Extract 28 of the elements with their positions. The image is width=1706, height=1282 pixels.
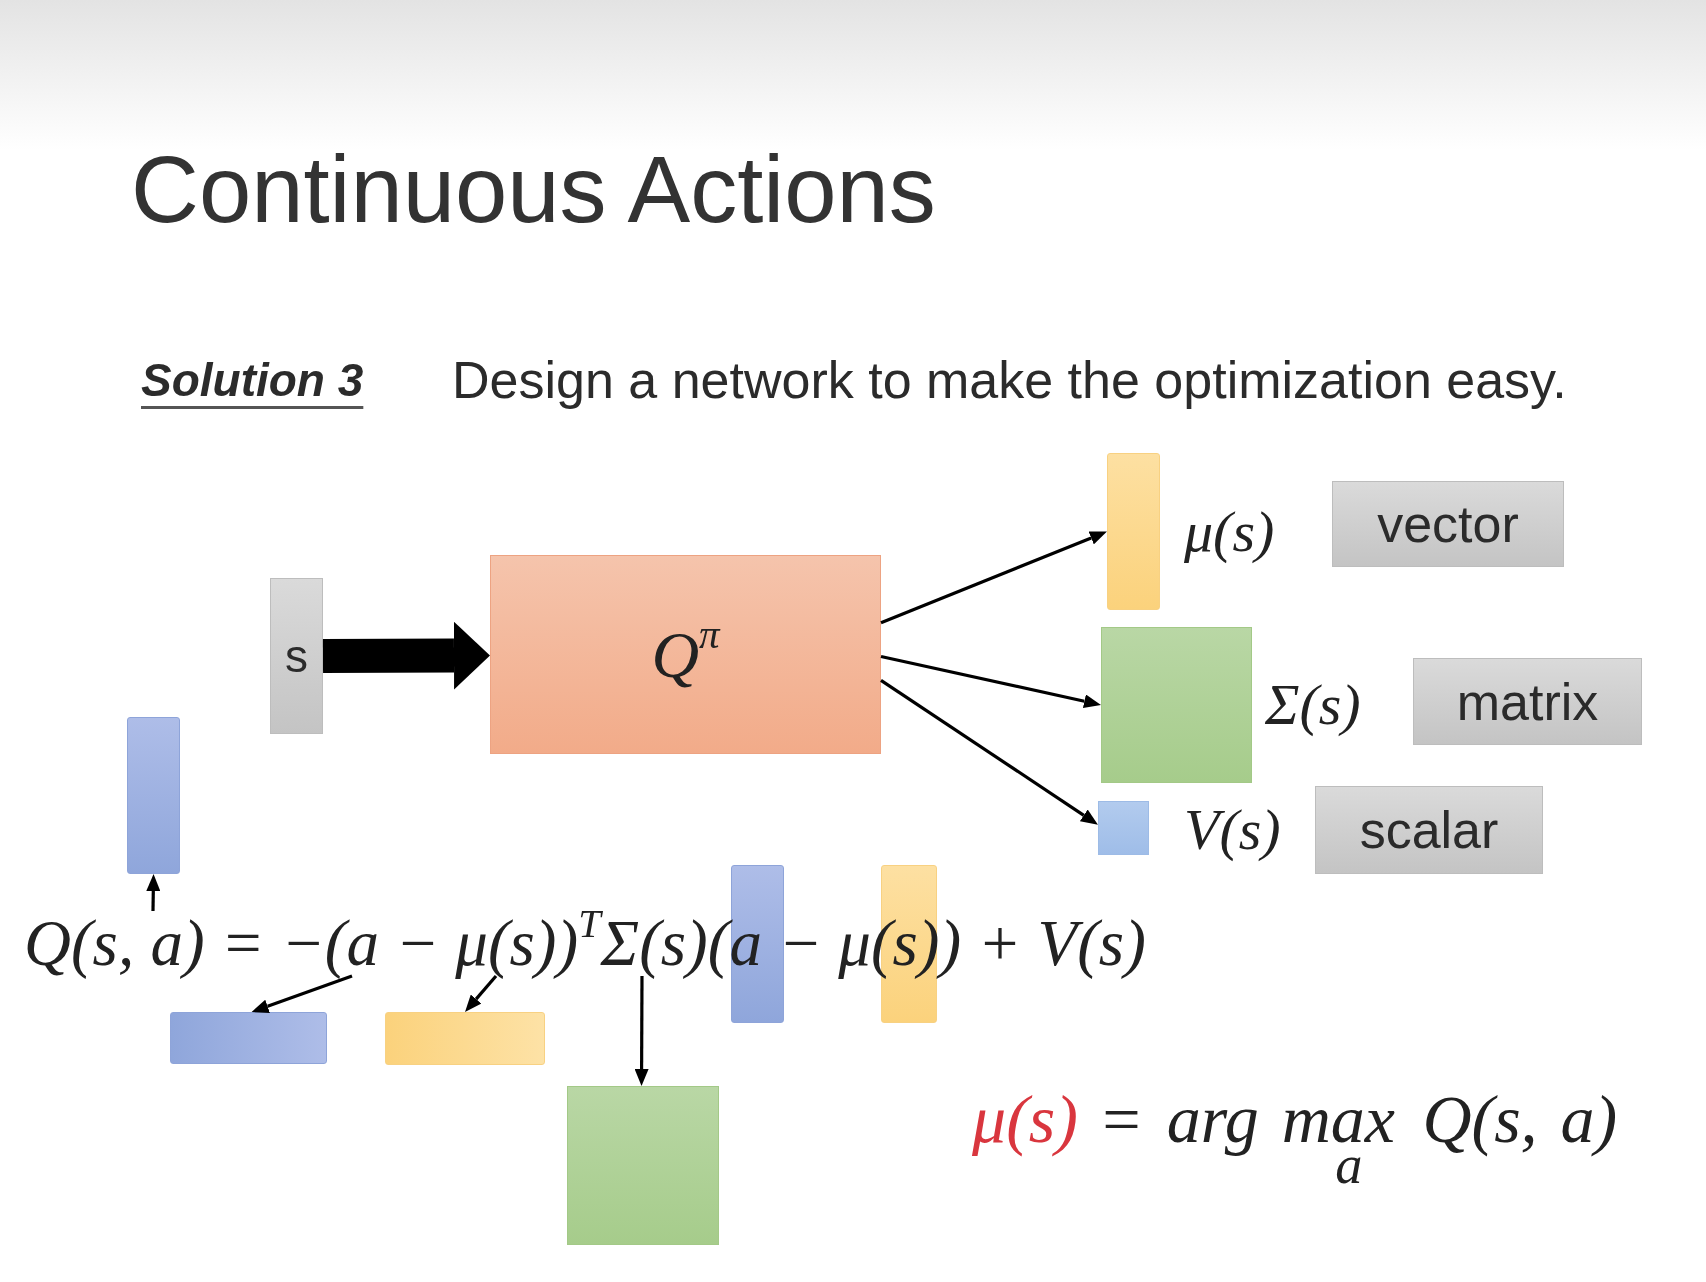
type-tag — [1332, 481, 1564, 567]
slide-title: Continuous Actions — [131, 143, 936, 237]
variable-label: s — [285, 633, 308, 679]
arrow — [146, 874, 161, 912]
tag-label: vector — [1377, 498, 1519, 550]
vertical-bar — [127, 717, 180, 874]
input-box — [270, 578, 323, 734]
network-label: Q$^{π}$ — [651, 621, 720, 688]
math-symbol: μ(s) — [1184, 502, 1275, 561]
horizontal-bar — [170, 1012, 327, 1064]
arrow — [634, 976, 649, 1086]
type-tag — [1413, 658, 1642, 745]
arrow — [251, 974, 353, 1013]
arrow — [880, 654, 1101, 709]
math-symbol: V(s) — [1184, 801, 1281, 859]
equation: = arg max$_{a}$ Q(s, a) — [1097, 1085, 1618, 1189]
tag-label: matrix — [1456, 675, 1599, 728]
horizontal-bar — [385, 1012, 545, 1065]
arrow — [322, 621, 490, 690]
network-box — [490, 555, 881, 754]
arrow — [465, 974, 498, 1012]
math-symbol: Σ(s) — [1265, 676, 1361, 734]
type-tag — [1315, 786, 1543, 874]
tag-label: scalar — [1359, 804, 1499, 856]
square-block — [567, 1086, 719, 1245]
section-heading: Solution 3 — [141, 357, 364, 408]
arrow — [880, 679, 1098, 825]
arrow — [880, 531, 1107, 625]
